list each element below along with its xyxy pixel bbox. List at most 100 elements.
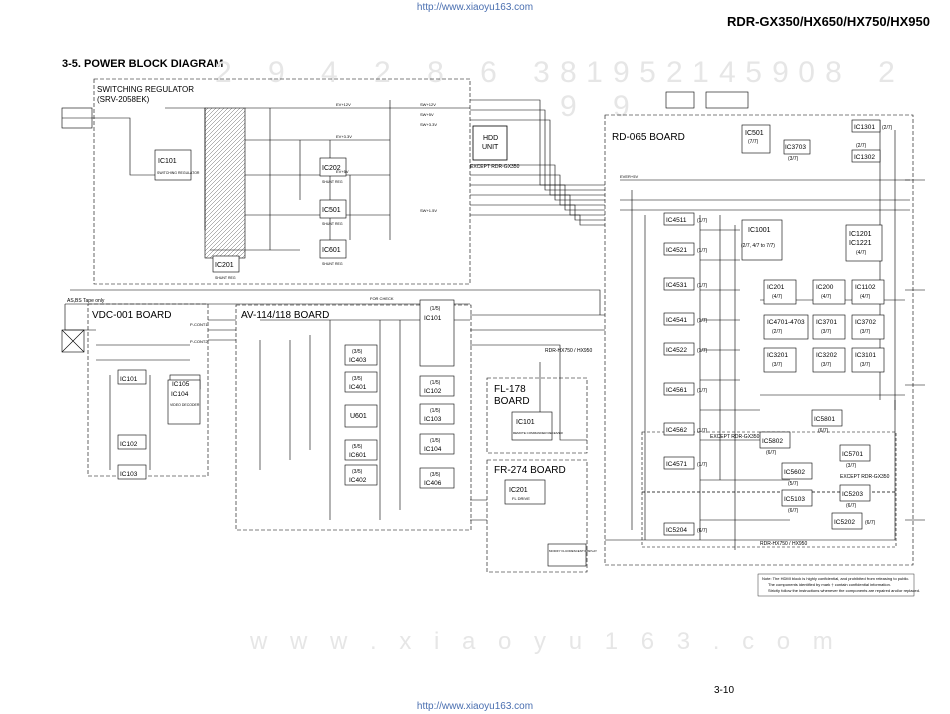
av-ic101-box [419, 299, 455, 367]
rd-grid-sub-6: (3/7) [772, 362, 783, 368]
rd-ic5801-box [811, 409, 843, 427]
vdc-ic102-label: IC102 [120, 441, 138, 448]
av-board-outline [235, 304, 472, 531]
av-ic601-sub: (5/5) [352, 444, 363, 450]
rail-forcheck: FOR CHECK [370, 296, 394, 301]
rd-reg-box-2 [663, 277, 695, 291]
rd-ic5203-box [839, 484, 871, 502]
spindle-motor-box [665, 91, 695, 109]
hx-region [641, 491, 897, 548]
rd-reg-label-7: IC4571 [666, 461, 687, 468]
rail-ev12: EV+12V [336, 102, 351, 107]
rail-pcont1: P-CONT1 [190, 322, 208, 327]
rail-pcont2: P-CONT2 [190, 339, 208, 344]
fl-ic101-desc: REMOTE COMMANDER RECEIVER [513, 431, 564, 435]
rd-grid-sub-8: (3/7) [860, 362, 871, 368]
rd-grid-label-0: IC201 [767, 284, 785, 291]
vdc-ic104-label: IC104 [171, 391, 189, 398]
av-ic102-sub: (1/5) [430, 380, 441, 386]
fr-ic201-label: IC201 [509, 487, 528, 494]
rail-ev5: EV+5V [336, 169, 349, 174]
rd-ic501-sub: (7/7) [748, 139, 759, 145]
rd-grid-box-7 [812, 347, 846, 373]
note-line-1: Note: The HDMI block is highly confident… [762, 576, 909, 581]
rd-ic5801-label: IC5801 [814, 416, 835, 423]
rd-reg-box-1 [663, 242, 695, 256]
fl-ic101-box [511, 411, 553, 441]
rd-grid-label-7: IC3202 [816, 352, 837, 359]
av-ic406-label: IC406 [424, 480, 442, 487]
av-u601-label: U601 [350, 413, 367, 420]
sw-ic201-box [212, 255, 240, 273]
watermark-digits-right: 8 9 2 4 9 8 2 9 9 [560, 56, 909, 123]
rd-grid-label-8: IC3101 [855, 352, 876, 359]
sw-ic601-box [319, 239, 347, 259]
rd-ic5602-label: IC5602 [784, 469, 805, 476]
av-ic102-label: IC102 [424, 388, 442, 395]
rd-reg-label-6: IC4562 [666, 427, 687, 434]
sw-ic501-desc: SHUNT REG [322, 222, 343, 226]
rd-grid-label-1: IC200 [816, 284, 834, 291]
rd-reg-label-3: IC4541 [666, 317, 687, 324]
vdc-ic102-box [117, 434, 147, 450]
rd-reg-sub-6: (1/7) [697, 428, 708, 434]
rd-grid-box-4 [812, 314, 846, 340]
av-ic402-sub: (3/5) [352, 469, 363, 475]
rd-grid-sub-7: (3/7) [821, 362, 832, 368]
rd-ic5202-sub: (6/7) [865, 520, 876, 526]
rd-reg-sub-0: (1/7) [697, 218, 708, 224]
hdd-unit-box [472, 125, 508, 161]
fr-ic201-box [504, 479, 546, 505]
rd-grid-sub-1: (4/7) [821, 294, 832, 300]
fan-cross [61, 329, 85, 353]
note-line-2: The components identified by mark † cont… [768, 582, 891, 587]
rd-reg-box-3 [663, 312, 695, 326]
av-ic403-sub: (3/5) [352, 349, 363, 355]
rd-reg-sub-1: (1/7) [697, 248, 708, 254]
fr-title: FR-274 BOARD [494, 465, 566, 476]
sw-ic202-label: IC202 [322, 165, 341, 172]
av-title: AV-114/118 BOARD [241, 310, 329, 321]
av-u601-box [344, 404, 378, 428]
rd-ic5701-label: IC5701 [842, 451, 863, 458]
optical-pickup-box [705, 91, 749, 109]
watermark-bottom: w w w . x i a o y u 1 6 3 . c o m [250, 628, 841, 655]
rd-grid-label-5: IC3702 [855, 319, 876, 326]
fr-display-box [547, 543, 587, 567]
url-top[interactable]: http://www.xiaoyu163.com [416, 2, 534, 13]
rd-ic5802-box [759, 431, 791, 449]
rd-reg-box-6 [663, 422, 695, 436]
sw-ic601-label: IC601 [322, 247, 341, 254]
rd-ic1001-box [741, 219, 783, 261]
model-title: RDR-GX350/HX650/HX750/HX950 [726, 14, 930, 29]
fan-icon [61, 329, 85, 353]
switching-subtitle: (SRV-2058EK) [97, 95, 150, 104]
av-ic103-sub: (1/5) [430, 408, 441, 414]
rd-ic5203-sub: (6/7) [846, 503, 857, 509]
note-box [757, 573, 915, 597]
url-bottom[interactable]: http://www.xiaoyu163.com [416, 701, 534, 712]
rd-ic3703-sub: (3/7) [788, 156, 799, 162]
rd-reg-sub-7: (1/7) [697, 462, 708, 468]
av-ic101-sub: (1/5) [430, 306, 441, 312]
rd-grid-label-3: IC4701-4703 [767, 319, 805, 326]
rd-ic5202-label: IC5202 [834, 519, 855, 526]
rail-sw12: SW+12V [420, 102, 436, 107]
vdc-ic103-label: IC103 [120, 471, 138, 478]
rd-grid-box-2 [851, 279, 885, 305]
vdc-ic104-box [167, 379, 201, 425]
rd-grid-sub-2: (4/7) [860, 294, 871, 300]
rd-grid-box-3 [763, 314, 809, 340]
fl-title-2: BOARD [494, 396, 530, 407]
av-ic406-sub: (3/5) [430, 472, 441, 478]
sw-ic501-label: IC501 [322, 207, 341, 214]
rd-ic1302-label: IC1302 [854, 154, 875, 161]
rd-reg-box-7 [663, 456, 695, 470]
rd-grid-sub-5: (3/7) [860, 329, 871, 335]
vdc-title: VDC-001 BOARD [92, 310, 171, 321]
rd-grid-box-6 [763, 347, 797, 373]
rd-ic1201-sub: (4/7) [856, 250, 867, 256]
switching-title: SWITCHING REGULATOR [97, 85, 194, 94]
rd065-board-outline [604, 114, 914, 566]
